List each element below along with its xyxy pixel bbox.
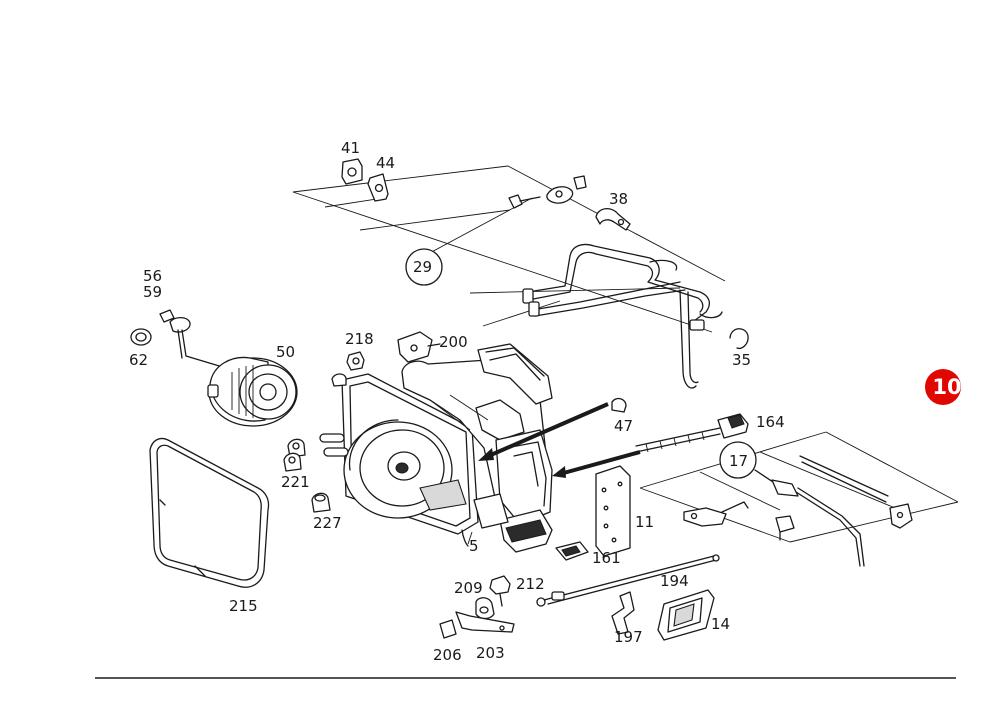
part-194-rod (536, 554, 720, 607)
part-215-seal (149, 437, 270, 588)
label-50: 50 (276, 343, 295, 361)
page-number-badge: 10 (925, 369, 961, 405)
label-203: 203 (476, 644, 505, 662)
label-221: 221 (281, 473, 310, 491)
part-203-bracket (455, 611, 515, 633)
part-227-grommet (311, 492, 331, 513)
label-47: 47 (614, 417, 633, 435)
part-41-nut (341, 158, 363, 185)
label-197: 197 (614, 628, 643, 646)
label-44: 44 (376, 154, 395, 172)
label-209: 209 (454, 579, 483, 597)
part-38-clamp (595, 208, 631, 231)
label-215: 215 (229, 597, 258, 615)
part-5-pipe-stubs (319, 373, 349, 457)
label-11: 11 (635, 513, 654, 531)
part-17-frame (639, 431, 959, 567)
part-44-bracket (367, 173, 389, 202)
callout-circle-29 (405, 248, 443, 286)
label-212: 212 (516, 575, 545, 593)
upper-frame-lines (292, 165, 726, 333)
label-29: 29 (413, 258, 432, 276)
label-17: 17 (729, 452, 748, 470)
part-47-clip (611, 397, 627, 413)
label-200: 200 (439, 333, 468, 351)
label-59: 59 (143, 283, 162, 301)
label-5: 5 (469, 537, 479, 555)
label-35: 35 (732, 351, 751, 369)
part-50-blower-motor (207, 356, 298, 427)
part-164-cable (635, 413, 749, 453)
part-29-pipes (522, 243, 723, 389)
label-56: 56 (143, 267, 162, 285)
part-209-bolt (489, 575, 511, 607)
part-56-59-connector (159, 309, 227, 369)
pointer-arrows (478, 402, 641, 478)
label-194: 194 (660, 572, 689, 590)
label-161: 161 (592, 549, 621, 567)
part-62-grommet (130, 328, 152, 346)
label-164: 164 (756, 413, 785, 431)
label-218: 218 (345, 330, 374, 348)
part-206-bracket (439, 619, 457, 639)
label-38: 38 (609, 190, 628, 208)
label-41: 41 (341, 139, 360, 157)
part-161-clip (555, 541, 589, 561)
part-218-nut (346, 351, 365, 371)
part-14-frame (657, 589, 715, 641)
part-screw (508, 175, 587, 209)
page-number-text: 10 (932, 375, 961, 399)
part-221-plugs (283, 438, 306, 472)
label-62: 62 (129, 351, 148, 369)
part-212-spring (475, 597, 495, 620)
part-11-panel (595, 465, 631, 557)
part-5-fan-wheel (343, 419, 467, 519)
part-197-clip (611, 591, 635, 635)
label-227: 227 (313, 514, 342, 532)
callout-circle-17 (719, 441, 757, 479)
part-200-bracket (397, 331, 441, 363)
label-206: 206 (433, 646, 462, 664)
label-14: 14 (711, 615, 730, 633)
part-35-clip (729, 328, 749, 350)
